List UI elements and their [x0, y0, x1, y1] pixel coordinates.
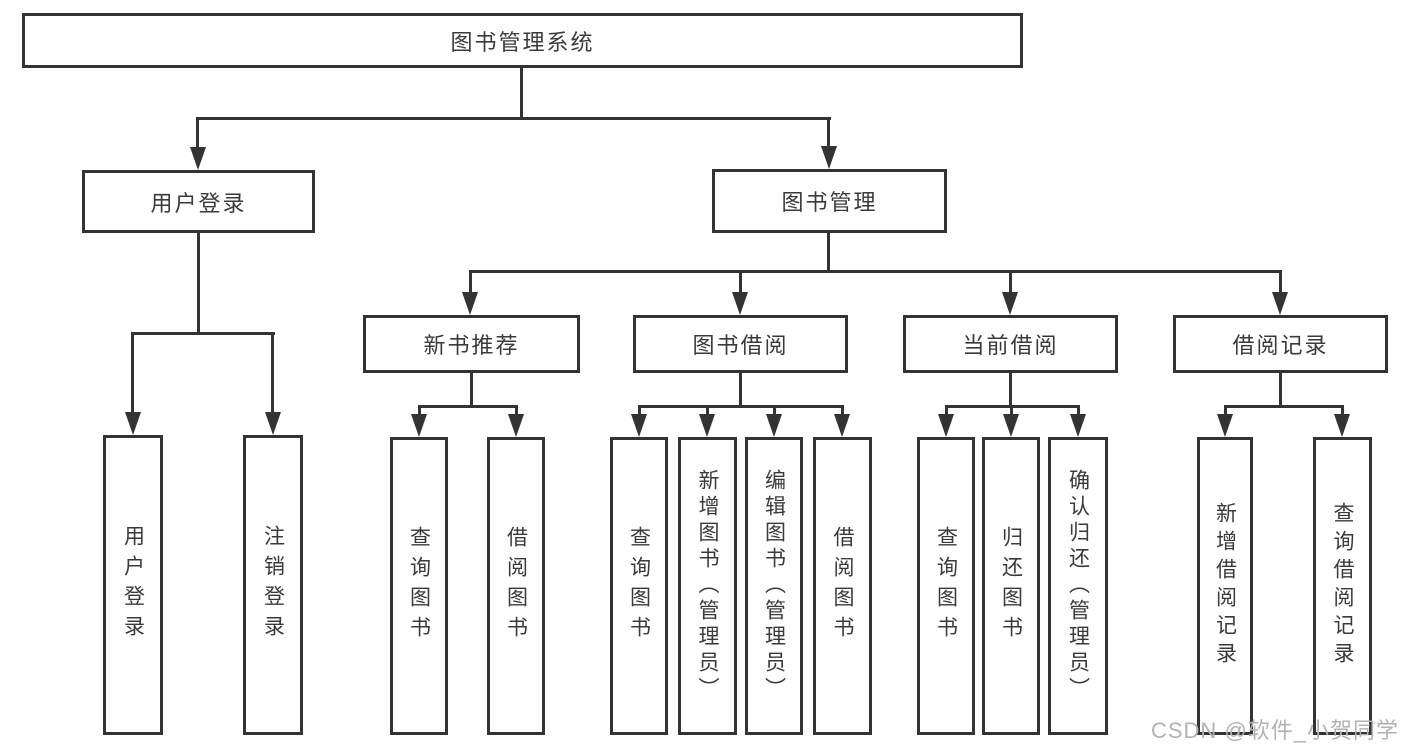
arrow-down-icon — [938, 414, 954, 437]
node-borrow-records-label: 借阅记录 — [1232, 333, 1329, 358]
arrow-down-icon — [265, 412, 281, 435]
leaf-user-login: 用户登录 — [103, 435, 163, 735]
arrow-down-icon — [190, 147, 206, 170]
connector — [1279, 373, 1282, 406]
connector — [196, 119, 199, 148]
connector — [1224, 407, 1227, 416]
connector — [827, 119, 830, 147]
connector — [739, 373, 742, 406]
leaf-confirm-return-admin-label: 确认归还（管理员） — [1066, 469, 1090, 703]
leaf-borrow-books-label: 借阅图书 — [831, 526, 854, 646]
connector — [469, 272, 472, 293]
leaf-query-books-current: 查询图书 — [917, 437, 975, 735]
leaf-query-books-borrowing-label: 查询图书 — [627, 526, 651, 646]
node-book-management: 图书管理 — [712, 169, 947, 233]
connector — [1077, 407, 1080, 416]
leaf-return-books: 归还图书 — [982, 437, 1040, 735]
connector — [469, 270, 1282, 273]
connector — [945, 407, 948, 416]
connector — [945, 405, 1080, 408]
leaf-query-borrow-record-label: 查询借阅记录 — [1331, 502, 1354, 670]
connector — [1279, 272, 1282, 293]
connector — [418, 405, 518, 408]
connector — [515, 407, 518, 416]
arrow-down-icon — [1217, 414, 1233, 437]
node-user-login: 用户登录 — [82, 170, 315, 233]
arrow-down-icon — [462, 292, 478, 315]
arrow-down-icon — [699, 414, 715, 437]
leaf-borrow-books-recommend: 借阅图书 — [487, 437, 545, 735]
connector — [1009, 373, 1012, 406]
connector — [638, 405, 844, 408]
leaf-user-login-label: 用户登录 — [121, 525, 145, 645]
node-user-login-label: 用户登录 — [150, 190, 247, 216]
leaf-add-books-admin-label: 新增图书（管理员） — [696, 469, 719, 703]
node-borrow-records: 借阅记录 — [1173, 315, 1388, 373]
arrow-down-icon — [1272, 292, 1288, 315]
connector — [271, 334, 274, 412]
leaf-return-books-label: 归还图书 — [999, 526, 1023, 646]
connector — [1224, 405, 1344, 408]
node-root: 图书管理系统 — [22, 13, 1023, 68]
connector — [418, 407, 421, 416]
connector — [470, 373, 473, 406]
connector — [739, 272, 742, 293]
arrow-down-icon — [834, 414, 850, 437]
arrow-down-icon — [732, 292, 748, 315]
connector — [1009, 272, 1012, 293]
leaf-confirm-return-admin: 确认归还（管理员） — [1048, 437, 1108, 735]
leaf-add-borrow-record-label: 新增借阅记录 — [1213, 502, 1237, 670]
arrow-down-icon — [1002, 292, 1018, 315]
leaf-add-borrow-record: 新增借阅记录 — [1197, 437, 1253, 735]
leaf-query-borrow-record: 查询借阅记录 — [1313, 437, 1372, 735]
connector — [197, 233, 200, 333]
arrow-down-icon — [125, 412, 141, 435]
connector — [773, 407, 776, 416]
arrow-down-icon — [766, 414, 782, 437]
leaf-logout-label: 注销登录 — [261, 525, 285, 645]
node-book-borrowing-label: 图书借阅 — [692, 333, 789, 358]
arrow-down-icon — [821, 146, 837, 169]
connector — [638, 407, 641, 416]
node-current-borrowing-label: 当前借阅 — [962, 333, 1059, 358]
node-root-label: 图书管理系统 — [450, 29, 595, 55]
connector — [1010, 407, 1013, 416]
connector — [520, 67, 523, 118]
node-current-borrowing: 当前借阅 — [903, 315, 1118, 373]
leaf-edit-books-admin: 编辑图书（管理员） — [745, 437, 803, 735]
arrow-down-icon — [508, 414, 524, 437]
node-new-book-recommend: 新书推荐 — [363, 315, 580, 373]
connector — [131, 332, 275, 335]
arrow-down-icon — [1003, 414, 1019, 437]
arrow-down-icon — [1070, 414, 1086, 437]
leaf-query-books-recommend-label: 查询图书 — [407, 526, 431, 646]
connector — [841, 407, 844, 416]
leaf-add-books-admin: 新增图书（管理员） — [678, 437, 737, 735]
connector — [1341, 407, 1344, 416]
arrow-down-icon — [411, 414, 427, 437]
leaf-query-books-borrowing: 查询图书 — [610, 437, 668, 735]
watermark: CSDN @软件_小贺同学 — [1150, 718, 1399, 743]
leaf-query-books-current-label: 查询图书 — [934, 526, 958, 646]
leaf-logout: 注销登录 — [243, 435, 303, 735]
connector — [196, 117, 831, 120]
leaf-edit-books-admin-label: 编辑图书（管理员） — [762, 469, 786, 703]
node-book-borrowing: 图书借阅 — [633, 315, 848, 373]
leaf-query-books-recommend: 查询图书 — [390, 437, 448, 735]
node-new-book-recommend-label: 新书推荐 — [423, 333, 520, 358]
arrow-down-icon — [1334, 414, 1350, 437]
leaf-borrow-books-recommend-label: 借阅图书 — [504, 526, 528, 646]
leaf-borrow-books: 借阅图书 — [813, 437, 872, 735]
arrow-down-icon — [631, 414, 647, 437]
connector — [827, 233, 830, 271]
node-book-management-label: 图书管理 — [781, 190, 878, 215]
connector — [706, 407, 709, 416]
connector — [131, 334, 134, 412]
